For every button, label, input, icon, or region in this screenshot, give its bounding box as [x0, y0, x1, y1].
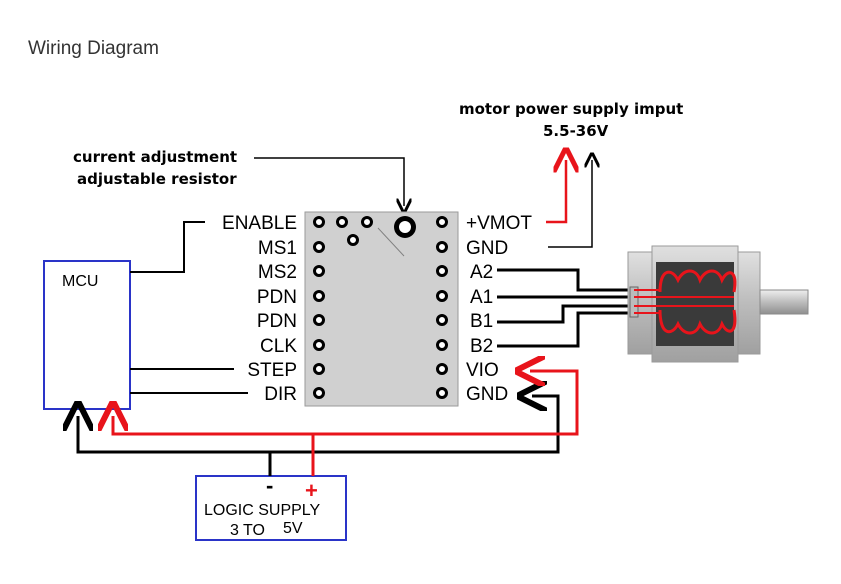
pin-label-b2: B2 [470, 336, 493, 357]
pin-label-b1: B1 [470, 311, 493, 332]
current-adjustment-annotation: current adjustment adjustable resistor [73, 148, 404, 206]
driver-board [304, 211, 459, 407]
pin-hole [313, 265, 325, 277]
pin-label-dir: DIR [264, 384, 297, 405]
wire-a2 [497, 268, 634, 292]
pin-label-clk: CLK [260, 336, 297, 357]
wire-vmot-gnd [548, 160, 592, 248]
motor-coil-a [634, 269, 737, 298]
wire-logic-gnd-to-mcu [78, 416, 272, 476]
current-adjustment-line1: current adjustment [73, 148, 237, 166]
pin-hole [436, 363, 448, 375]
wire-logic-gnd-to-driver [270, 396, 560, 454]
driver-left-pin-labels: ENABLE MS1 MS2 PDN PDN CLK STEP DIR [222, 213, 297, 405]
pin-hole [361, 216, 373, 228]
motor-window [656, 262, 734, 346]
pin-label-gnd-top: GND [466, 238, 508, 259]
driver-right-pin-labels: +VMOT GND A2 A1 B1 B2 VIO GND [466, 213, 532, 405]
wire-b1 [497, 304, 634, 324]
motor-power-wires [546, 160, 592, 248]
mcu-module: MCU [43, 260, 131, 410]
logic-supply-minus: - [266, 473, 273, 498]
logic-supply-plus: + [305, 478, 318, 503]
pin-label-vio: VIO [466, 360, 499, 381]
motor-supply-line1: motor power supply imput [459, 100, 683, 118]
pin-hole [436, 387, 448, 399]
pin-hole [313, 339, 325, 351]
motor-shaft [759, 289, 809, 315]
motor-supply-line2: 5.5-36V [543, 122, 609, 140]
driver-pins-right [436, 216, 448, 399]
pin-label-ms1: MS1 [258, 238, 297, 259]
page-title: Wiring Diagram [28, 38, 159, 59]
wire-b2 [497, 311, 634, 348]
pin-label-a2: A2 [470, 262, 493, 283]
logic-supply-line2b: 5V [283, 520, 303, 537]
motor-endcap-right [737, 251, 761, 355]
pin-hole [347, 234, 359, 246]
motor-supply-annotation: motor power supply imput 5.5-36V [459, 100, 683, 140]
driver-pins-left [313, 216, 325, 399]
wire-vmot [546, 160, 566, 224]
pin-hole [313, 387, 325, 399]
pin-label-a1: A1 [470, 287, 493, 308]
motor-coil-wires [497, 268, 634, 348]
pin-hole [313, 314, 325, 326]
potentiometer-knob [399, 221, 411, 233]
pin-hole [436, 216, 448, 228]
wire-enable [130, 221, 205, 273]
pin-hole [336, 216, 348, 228]
wire-logic-vcc-to-mcu [113, 416, 315, 476]
logic-supply-module: - + LOGIC SUPPLY 3 TO 5V [195, 473, 347, 541]
control-wires [130, 221, 248, 394]
coil-b-winding [658, 309, 737, 335]
pin-label-step: STEP [247, 360, 297, 381]
stepper-motor [627, 245, 809, 363]
board-marking-line [377, 227, 405, 257]
logic-supply-box [195, 475, 347, 541]
pin-hole [313, 290, 325, 302]
logic-supply-line2a: 3 TO [230, 522, 265, 539]
logic-supply-wires [78, 371, 579, 476]
mcu-label: MCU [62, 273, 98, 290]
driver-top-holes [336, 216, 373, 246]
pin-hole [313, 241, 325, 253]
pin-label-ms2: MS2 [258, 262, 297, 283]
current-adjustment-line2: adjustable resistor [77, 170, 237, 188]
pin-hole [436, 290, 448, 302]
pin-label-gnd-bottom: GND [466, 384, 508, 405]
pin-hole [436, 339, 448, 351]
coil-a-winding [658, 269, 737, 293]
pin-label-enable: ENABLE [222, 213, 297, 234]
pin-hole [436, 265, 448, 277]
potentiometer-pointer-arrow [254, 157, 404, 206]
pin-hole [313, 363, 325, 375]
pin-label-pdn-2: PDN [257, 311, 297, 332]
driver-board-body [304, 211, 459, 407]
pin-hole [436, 241, 448, 253]
wire-logic-vcc-to-vio [313, 371, 579, 436]
potentiometer [394, 216, 416, 238]
pin-hole [313, 216, 325, 228]
pin-label-pdn: PDN [257, 287, 297, 308]
pin-hole [436, 314, 448, 326]
logic-supply-line1: LOGIC SUPPLY [204, 502, 321, 519]
motor-coil-b [634, 305, 737, 335]
mcu-box [43, 260, 131, 410]
motor-connector [629, 286, 639, 318]
pin-label-vmot: +VMOT [466, 213, 532, 234]
